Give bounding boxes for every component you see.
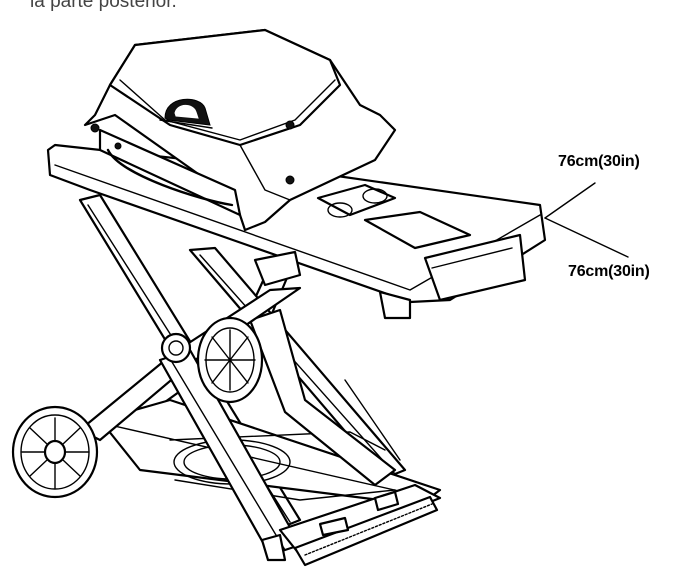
height-dimension-label: 76cm(30in)	[558, 153, 640, 170]
bottom-crossbar	[260, 483, 442, 567]
depth-dimension-label: 76cm(30in)	[568, 263, 650, 280]
caption-text: la parte posterior.	[30, 0, 177, 12]
wheel-icon	[11, 405, 99, 499]
wheel-icon	[160, 316, 264, 404]
logo-emblem-icon	[159, 98, 213, 129]
leader-line	[544, 182, 629, 258]
